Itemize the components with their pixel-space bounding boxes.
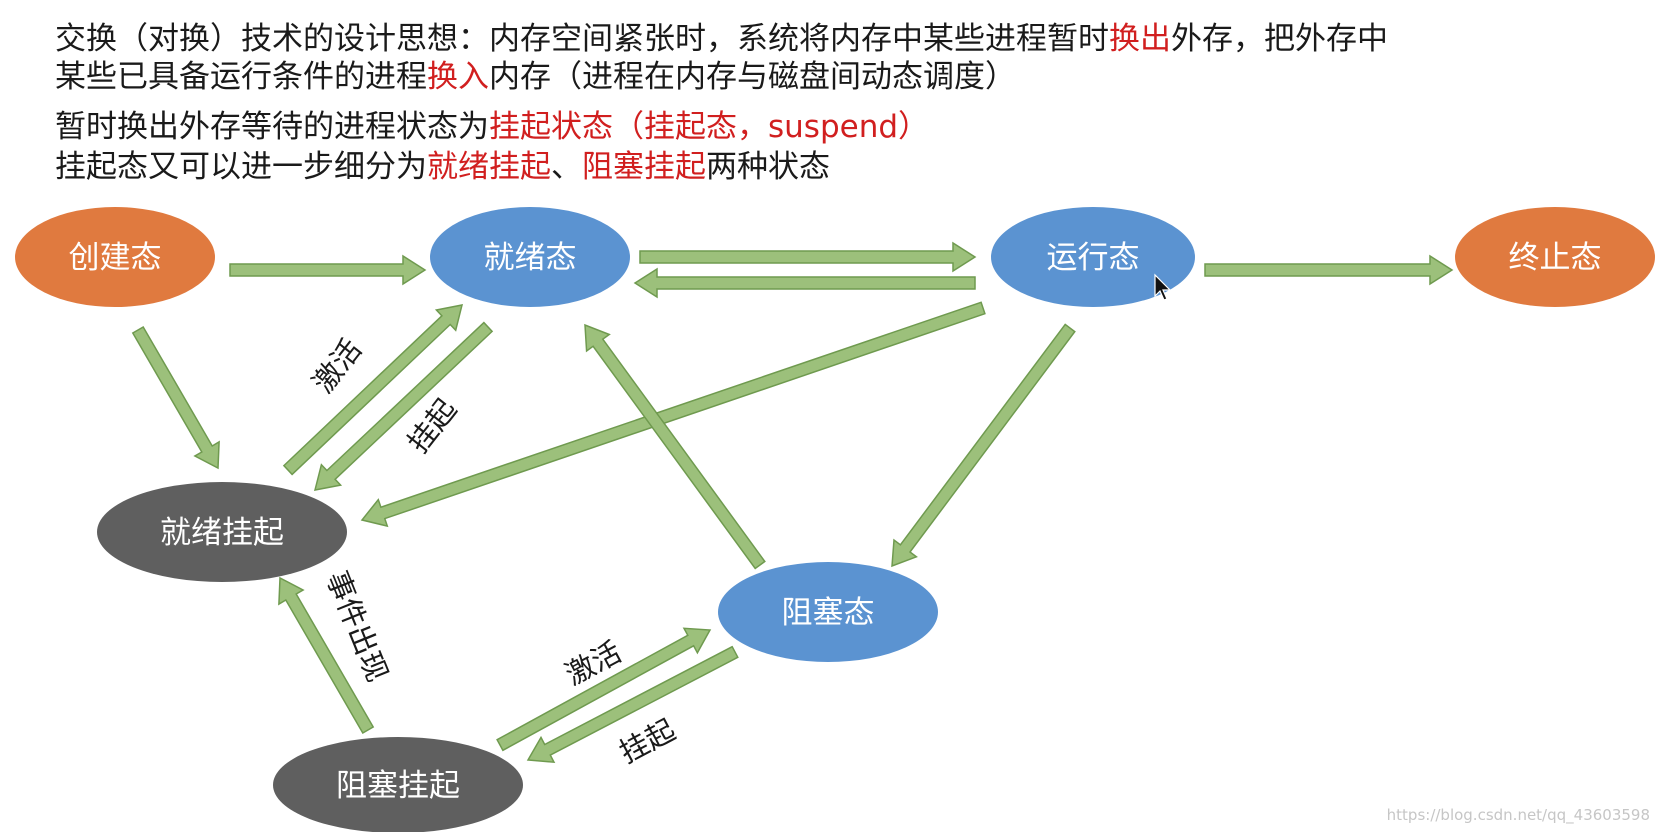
- arrow-ready-suspend-to-ready: [282, 304, 464, 476]
- header-line-4: 挂起态又可以进一步细分为就绪挂起、阻塞挂起两种状态: [55, 148, 830, 186]
- line3-text: 暂时换出外存等待的进程状态为: [55, 109, 489, 145]
- header-line-2: 某些已具备运行条件的进程换入内存（进程在内存与磁盘间动态调度）: [55, 58, 1016, 96]
- line2-highlight: 换入: [427, 59, 489, 95]
- node-ready-suspend-label: 就绪挂起: [160, 515, 284, 551]
- arrow-blocked-to-blocked-suspend: [526, 645, 739, 764]
- node-running-label: 运行态: [1047, 240, 1140, 276]
- node-create: [15, 207, 215, 307]
- node-running: [991, 207, 1195, 307]
- arrow-running-to-ready: [633, 267, 976, 299]
- line4-sep: 、: [551, 149, 582, 185]
- node-blocked-label: 阻塞态: [782, 595, 875, 631]
- arrow-running-to-terminated: [1204, 254, 1454, 286]
- node-terminated-label: 终止态: [1509, 240, 1602, 276]
- arrow-ready-to-running: [639, 241, 977, 273]
- arrow-blocked-suspend-to-blocked: [496, 627, 712, 752]
- node-create-label: 创建态: [69, 240, 162, 276]
- line1-text-end: 外存，把外存中: [1171, 21, 1388, 57]
- line4-highlight-2: 阻塞挂起: [582, 149, 706, 185]
- line1-text: 交换（对换）技术的设计思想：内存空间紧张时，系统将内存中某些进程暂时: [55, 21, 1109, 57]
- line2-text-end: 内存（进程在内存与磁盘间动态调度）: [489, 59, 1016, 95]
- line2-text: 某些已具备运行条件的进程: [55, 59, 427, 95]
- node-ready-suspend: [97, 482, 347, 582]
- header-line-1: 交换（对换）技术的设计思想：内存空间紧张时，系统将内存中某些进程暂时换出外存，把…: [55, 20, 1388, 58]
- arrows-layer: [131, 241, 1454, 764]
- node-terminated: [1455, 207, 1655, 307]
- line1-highlight: 换出: [1109, 21, 1171, 57]
- arrow-create-to-ready: [229, 254, 427, 286]
- line4-text: 挂起态又可以进一步细分为: [55, 149, 427, 185]
- label-suspend-2: 挂起: [614, 713, 681, 770]
- arrow-create-to-ready-suspend: [131, 325, 220, 470]
- arrow-blocked-suspend-to-ready-suspend: [278, 576, 375, 735]
- line4-highlight-1: 就绪挂起: [427, 149, 551, 185]
- arrow-blocked-to-ready: [584, 323, 766, 570]
- node-blocked-suspend: [273, 737, 523, 832]
- node-blocked: [718, 562, 938, 662]
- arrow-running-to-blocked: [891, 323, 1076, 568]
- cursor-icon: [1154, 273, 1172, 301]
- node-ready: [430, 207, 630, 307]
- watermark: https://blog.csdn.net/qq_43603598: [1386, 806, 1650, 824]
- node-ready-label: 就绪态: [484, 240, 577, 276]
- line3-highlight: 挂起状态（挂起态，suspend）: [489, 109, 930, 145]
- node-blocked-suspend-label: 阻塞挂起: [336, 768, 460, 804]
- arrow-ready-to-ready-suspend: [313, 321, 494, 491]
- label-activate-1: 激活: [306, 333, 369, 400]
- line4-text-end: 两种状态: [706, 149, 830, 185]
- arrow-running-to-ready-suspend: [360, 301, 986, 528]
- header-line-3: 暂时换出外存等待的进程状态为挂起状态（挂起态，suspend）: [55, 108, 929, 146]
